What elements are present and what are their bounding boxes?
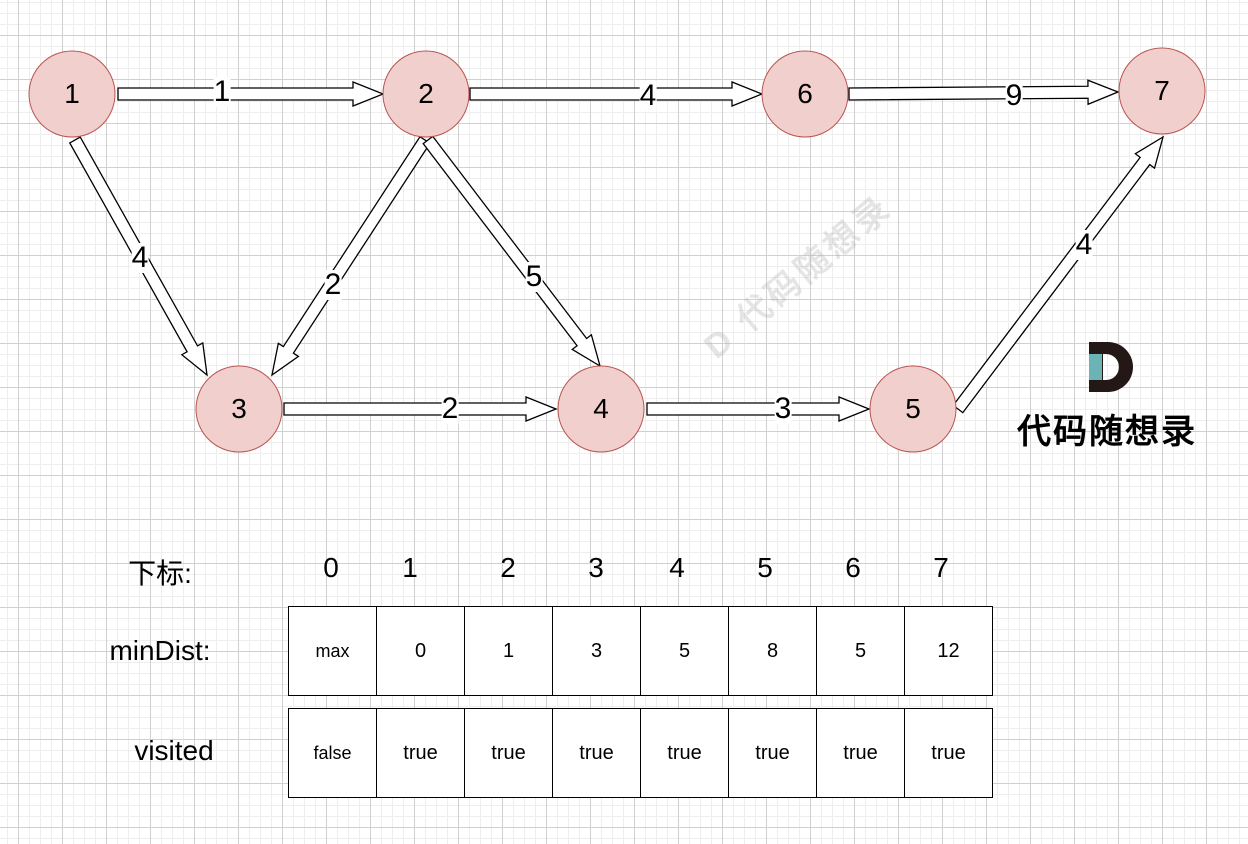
visited-cell: true — [464, 708, 553, 798]
index-header: 6 — [845, 552, 861, 583]
mindist-cell: 8 — [728, 606, 817, 696]
edge-4-5 — [646, 396, 871, 422]
visited-cell: true — [640, 708, 729, 798]
mindist-cell: 3 — [552, 606, 641, 696]
node-2 — [382, 50, 470, 138]
mindist-cell: 0 — [376, 606, 465, 696]
node-label: 4 — [593, 393, 609, 424]
node-label: 3 — [231, 393, 247, 424]
node-4 — [557, 365, 645, 453]
node-label: 2 — [418, 78, 434, 109]
node-label: 1 — [64, 78, 80, 109]
visited-cell: true — [552, 708, 641, 798]
edge-3-4 — [283, 396, 558, 422]
visited-cell: true — [728, 708, 817, 798]
node-6 — [761, 50, 849, 138]
edge-6-7 — [848, 79, 1120, 106]
index-header: 7 — [933, 552, 949, 583]
node-5 — [869, 365, 957, 453]
edge-1-2 — [117, 81, 385, 107]
index-label: 下标: — [128, 558, 192, 589]
edge-weight-label: 4 — [131, 241, 149, 274]
edge-weight-label: 5 — [525, 260, 543, 293]
edge-weight-label: 4 — [1075, 228, 1093, 261]
index-header: 5 — [757, 552, 773, 583]
visited-cell: true — [816, 708, 905, 798]
mindist-cell: max — [288, 606, 377, 696]
visited-cell: false — [288, 708, 377, 798]
mindist-cell: 1 — [464, 606, 553, 696]
index-header: 2 — [500, 552, 516, 583]
edge-2-6 — [469, 81, 764, 107]
mindist-cell: 5 — [640, 606, 729, 696]
node-1 — [28, 50, 116, 138]
edge-5-7 — [952, 135, 1165, 414]
visited-label: visited — [134, 735, 214, 766]
edge-weight-label: 2 — [441, 392, 459, 425]
edge-2-4 — [422, 135, 602, 368]
index-header: 1 — [402, 552, 418, 583]
visited-cell: true — [904, 708, 993, 798]
node-label: 7 — [1154, 75, 1170, 106]
edge-weight-label: 4 — [639, 79, 657, 112]
edge-weight-label: 9 — [1005, 79, 1023, 112]
edge-weight-label: 2 — [324, 268, 342, 301]
mindist-cell: 5 — [816, 606, 905, 696]
index-header: 3 — [588, 552, 604, 583]
mindist-label: minDist: — [109, 635, 211, 666]
node-3 — [195, 365, 283, 453]
visited-cell: true — [376, 708, 465, 798]
index-header: 0 — [323, 552, 339, 583]
mindist-cell: 12 — [904, 606, 993, 696]
node-label: 6 — [797, 78, 813, 109]
node-7 — [1118, 47, 1206, 135]
edge-weight-label: 3 — [774, 392, 792, 425]
edge-weight-label: 1 — [213, 75, 231, 108]
index-header: 4 — [669, 552, 685, 583]
logo-text: 代码随想录 — [1017, 412, 1197, 452]
edge-2-3 — [271, 135, 431, 377]
node-label: 5 — [905, 393, 921, 424]
